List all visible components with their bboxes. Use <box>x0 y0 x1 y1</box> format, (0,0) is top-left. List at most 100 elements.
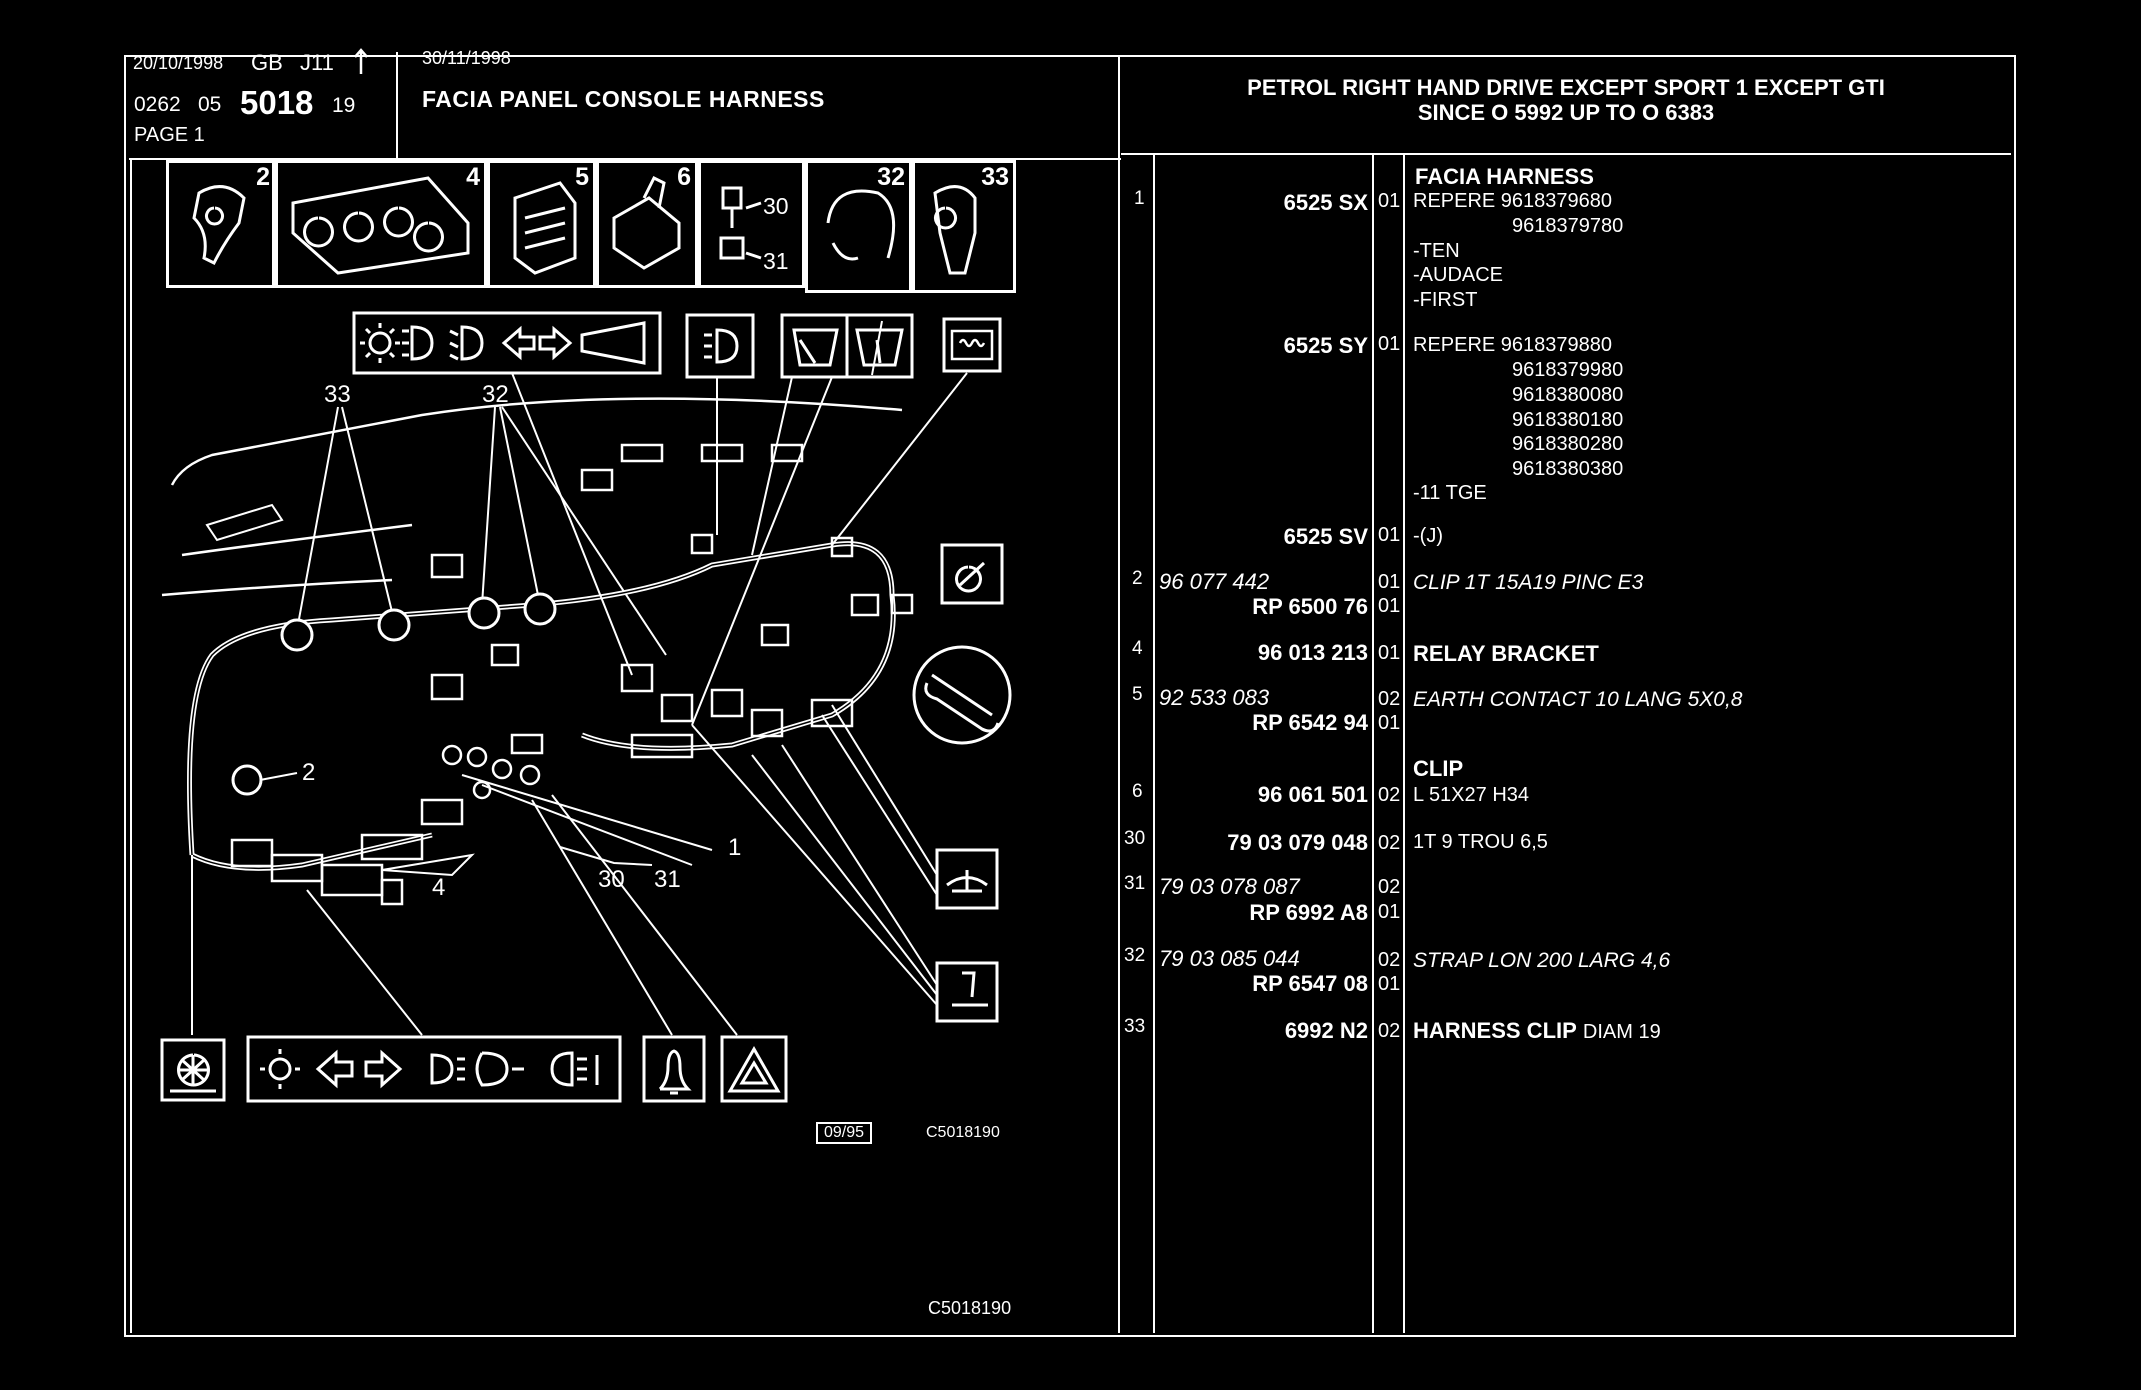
part-qty: 02 <box>1378 688 1401 710</box>
bell-icon <box>658 1049 692 1095</box>
header-divider-1 <box>396 52 398 158</box>
part-rp: RP 6992 A8 <box>1249 900 1368 925</box>
part-ref: 79 03 078 087 <box>1159 874 1300 899</box>
heater-fan-icon <box>170 1053 216 1093</box>
col-item-divider <box>1153 155 1155 1333</box>
cigar-lighter-icon <box>924 673 1000 733</box>
thumb-l-clip[interactable]: 6 <box>596 160 698 288</box>
part-qty: 01 <box>1378 524 1401 546</box>
item-number: 1 <box>1134 188 1145 209</box>
part-desc: -(J) <box>1413 525 1443 547</box>
lighting-switch-icon <box>360 323 400 363</box>
part-extra: 9618380180 <box>1512 409 1624 431</box>
thumb-label-5: 5 <box>575 163 589 191</box>
callout-2: 2 <box>302 759 315 786</box>
thumb-harness-clip[interactable]: 33 <box>912 160 1016 293</box>
page-title: FACIA PANEL CONSOLE HARNESS <box>422 86 825 112</box>
part-ref: 6992 N2 <box>1284 1018 1368 1043</box>
thumb-label-33: 33 <box>981 163 1009 191</box>
header-ref-suffix: 19 <box>332 94 356 117</box>
part-desc-title: CLIP <box>1413 756 1464 781</box>
left-indicator-icon <box>501 325 536 361</box>
header-page: PAGE 1 <box>134 124 205 146</box>
part-desc: EARTH CONTACT 10 LANG 5X0,8 <box>1413 688 1743 711</box>
thumb-earth-contact[interactable]: 5 <box>487 160 596 288</box>
thumb-relay-bracket[interactable]: 4 <box>275 160 487 288</box>
header-code: J11 <box>300 50 334 75</box>
part-desc: RELAY BRACKET <box>1413 641 1599 666</box>
part-extra: -11 TGE <box>1413 482 1487 504</box>
item-number: 30 <box>1124 828 1146 849</box>
part-rp: RP 6500 76 <box>1252 594 1368 619</box>
part-rp-qty: 01 <box>1378 901 1401 923</box>
part-qty: 01 <box>1378 190 1401 212</box>
part-desc-title: FACIA HARNESS <box>1415 164 1594 189</box>
callout-32: 32 <box>482 381 509 408</box>
part-desc: REPERE 9618379880 <box>1413 334 1613 356</box>
col-qty-divider <box>1403 155 1405 1333</box>
diagram-left-border <box>130 158 132 1333</box>
part-qty: 02 <box>1378 784 1401 806</box>
item-number: 31 <box>1124 873 1146 894</box>
part-desc: L 51X27 H34 <box>1413 784 1530 806</box>
side-icons <box>912 543 1012 1023</box>
part-rp-qty: 01 <box>1378 595 1401 617</box>
rear-fog-icon <box>550 1051 599 1087</box>
lighting-switch-icon-2 <box>268 1057 292 1081</box>
part-rp-qty: 01 <box>1378 712 1401 734</box>
part-desc: REPERE 9618379680 <box>1413 190 1613 212</box>
callout-30: 30 <box>598 866 625 893</box>
part-qty: 01 <box>1378 642 1401 664</box>
part-ref: 96 061 501 <box>1257 782 1368 807</box>
col-ref-divider <box>1372 155 1374 1333</box>
bottom-code: C5018190 <box>928 1298 1012 1318</box>
header-ref-prefix: 0262 <box>134 93 181 116</box>
harness-diagram: 33 32 <box>160 311 1012 1103</box>
hazard-icon <box>727 1045 781 1093</box>
item-number: 6 <box>1132 781 1143 802</box>
relay-bracket-icon <box>291 176 470 275</box>
header-bottom-rule-left <box>129 158 1121 160</box>
part-extra: 9618379980 <box>1512 359 1624 381</box>
part-extra: 9618380380 <box>1512 458 1624 480</box>
part-rp: RP 6542 94 <box>1252 710 1368 735</box>
header-bottom-rule-right <box>1121 153 2011 155</box>
strap-icon <box>826 189 896 261</box>
rear-demist-icon <box>950 329 994 361</box>
part-ref: 79 03 085 044 <box>1159 946 1300 971</box>
item-number: 4 <box>1132 638 1143 659</box>
thumb-strap[interactable]: 32 <box>805 160 912 293</box>
right-indicator-icon-2 <box>364 1049 403 1089</box>
horn-icon <box>580 321 646 365</box>
thumb-clip[interactable]: 2 <box>166 160 275 288</box>
thumb-label-4: 4 <box>466 163 480 191</box>
item-number: 5 <box>1132 684 1143 705</box>
item-number: 32 <box>1124 945 1146 966</box>
left-indicator-icon-2 <box>315 1049 354 1089</box>
headlamp-icon <box>402 325 434 361</box>
part-desc: STRAP LON 200 LARG 4,6 <box>1413 949 1671 972</box>
part-extra: -FIRST <box>1413 289 1478 311</box>
part-ref: 79 03 079 048 <box>1227 830 1368 855</box>
item-number: 2 <box>1132 568 1143 589</box>
part-qty: 01 <box>1378 571 1401 593</box>
footer-date: 09/95 <box>824 1124 865 1141</box>
l-clip-icon <box>612 175 681 270</box>
callout-33: 33 <box>324 381 351 408</box>
applicability-line1: PETROL RIGHT HAND DRIVE EXCEPT SPORT 1 E… <box>1247 75 1885 100</box>
part-extra: -TEN <box>1413 240 1460 262</box>
thumb-label-30: 30 <box>763 193 789 219</box>
part-rp: RP 6547 08 <box>1252 971 1368 996</box>
earth-contact-icon <box>513 181 577 275</box>
part-desc-wrap: HARNESS CLIP DIAM 19 <box>1413 1018 1661 1044</box>
thumb-screw-nut[interactable]: 30 31 <box>698 160 805 288</box>
part-ref: 92 533 083 <box>1159 685 1270 710</box>
parts-sheet <box>124 55 2016 1337</box>
footer-date-box: 09/95 <box>816 1122 873 1144</box>
header-date2: 30/11/1998 <box>422 48 511 68</box>
part-desc: CLIP 1T 15A19 PINC E3 <box>1413 571 1644 594</box>
part-extra: -AUDACE <box>1413 264 1504 286</box>
part-qty: 02 <box>1378 876 1401 898</box>
callout-4: 4 <box>432 874 445 901</box>
thumb-label-6: 6 <box>677 163 691 191</box>
